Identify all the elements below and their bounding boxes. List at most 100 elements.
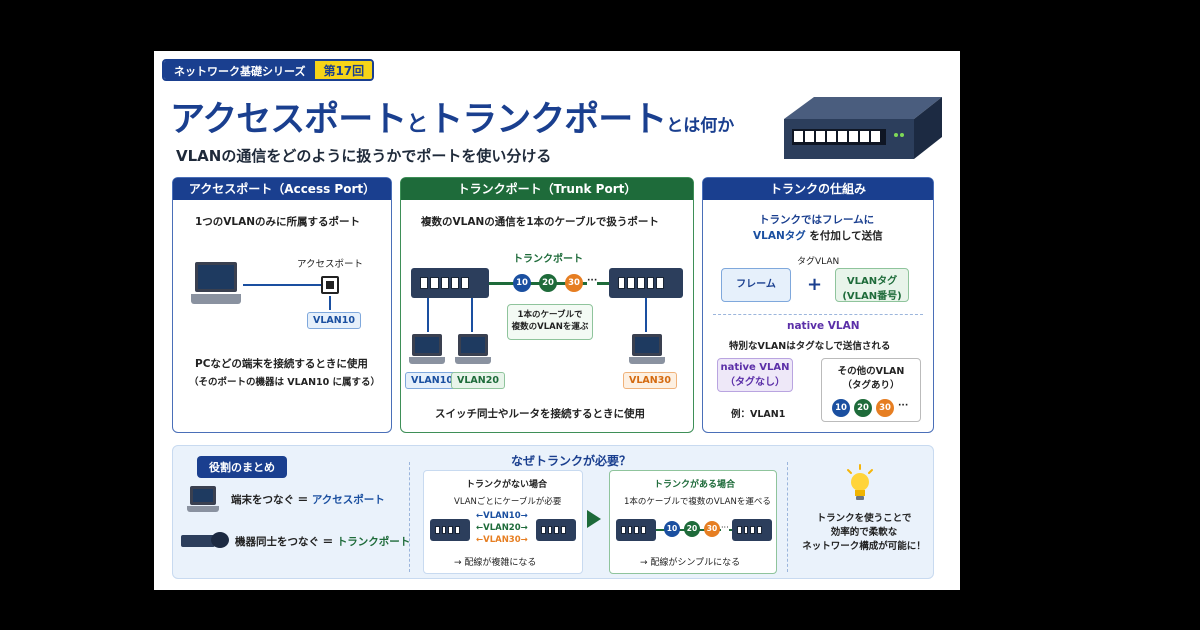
title-and: と (406, 112, 429, 137)
with-dots: ··· (721, 523, 729, 532)
laptop-icon (409, 334, 445, 364)
without-line-vlan10-label: VLAN10 (483, 511, 521, 521)
laptop-icon (455, 334, 491, 364)
access-port-label: アクセスポート (297, 259, 364, 270)
vlan-tag-emphasis: VLANタグ (753, 230, 806, 242)
without-line-vlan30-label: VLAN30 (483, 535, 521, 545)
summary-row1: 端末をつなぐ ＝ アクセスポート (231, 492, 385, 507)
conclusion-line2: 効率的で柔軟な (830, 527, 898, 538)
slide: ネットワーク基礎シリーズ 第17回 アクセスポートとトランクポートとは何か VL… (154, 51, 960, 590)
arrow-to-vlan10 (427, 298, 429, 332)
plus-sign: + (807, 274, 823, 295)
trunk-description: 複数のVLANの通信を1本のケーブルで扱うポート (421, 216, 659, 228)
access-port-panel: アクセスポート（Access Port） 1つのVLANのみに所属するポート ア… (172, 177, 392, 433)
tag-vlan-label: タグVLAN (797, 257, 840, 267)
laptop-icon (187, 486, 219, 512)
trunk-vlan20-tag: VLAN20 (451, 372, 505, 389)
arrow-to-vlan20 (471, 298, 473, 332)
desc-line2-rest: を付加して送信 (809, 230, 883, 242)
switch-icon (732, 519, 772, 541)
native-vlan-box: native VLAN （タグなし） (717, 358, 793, 392)
native-example: 例：VLAN1 (731, 409, 786, 420)
with-vlan-20: 20 (684, 521, 700, 537)
without-result: → 配線が複雑になる (454, 558, 537, 568)
lightbulb-icon (845, 464, 875, 504)
without-line-vlan20: ←VLAN20→ (476, 523, 528, 533)
summary-row2-em: トランクポート (336, 536, 411, 548)
trunk-dots: ··· (587, 276, 598, 286)
subtitle: VLANの通信をどのように扱うかでポートを使い分ける (176, 147, 552, 165)
access-vlan-tag: VLAN10 (307, 312, 361, 329)
summary-section: 役割のまとめ 端末をつなぐ ＝ アクセスポート 機器同士をつなぐ ＝ トランクポ… (172, 445, 934, 579)
other-vlan-box: その他のVLAN （タグあり） 10 20 30 ··· (821, 358, 921, 422)
other-vlan-10: 10 (832, 399, 850, 417)
series-badge: ネットワーク基礎シリーズ 第17回 (162, 59, 375, 81)
title-suffix: とは何か (666, 116, 735, 136)
frame-box: フレーム (721, 268, 791, 302)
native-box-line2: （タグなし） (725, 377, 785, 388)
other-vlan-30: 30 (876, 399, 894, 417)
native-desc: 特別なVLANはタグなしで送信される (729, 341, 891, 352)
trunk-vlan-20: 20 (539, 274, 557, 292)
trunk-port-label: トランクポート (513, 254, 583, 265)
mechanism-panel: トランクの仕組み トランクではフレームに VLANタグ を付加して送信 タグVL… (702, 177, 934, 433)
conclusion-line3: ネットワーク構成が可能に！ (802, 541, 926, 552)
arrow-right-icon (587, 510, 601, 528)
access-usage-note: （そのポートの機器は VLAN10 に属する） (189, 377, 381, 388)
trunk-callout: 1本のケーブルで 複数のVLANを運ぶ (507, 304, 593, 340)
summary-divider (409, 462, 410, 572)
divider (713, 314, 923, 315)
callout-line2: 複数のVLANを運ぶ (511, 322, 589, 332)
access-cable (243, 284, 321, 286)
title-access-port: アクセスポート (170, 100, 407, 140)
summary-row2-text: 機器同士をつなぐ ＝ (235, 536, 337, 548)
port-icon (321, 276, 339, 294)
without-trunk-box: トランクがない場合 VLANごとにケーブルが必要 ←VLAN10→ ←VLAN2… (423, 470, 583, 574)
with-vlan-30: 30 (704, 521, 720, 537)
with-title: トランクがある場合 (654, 480, 736, 490)
access-description: 1つのVLANのみに所属するポート (195, 216, 361, 228)
mechanism-panel-heading: トランクの仕組み (703, 178, 933, 200)
trunk-port-panel: トランクポート（Trunk Port） 複数のVLANの通信を1本のケーブルで扱… (400, 177, 694, 433)
with-result: → 配線がシンプルになる (640, 558, 741, 568)
native-box-line1: native VLAN (720, 362, 790, 373)
summary-divider-2 (787, 462, 788, 572)
title-trunk-port: トランクポート (428, 100, 667, 140)
trunk-panel-heading: トランクポート（Trunk Port） (401, 178, 693, 200)
with-trunk-box: トランクがある場合 1本のケーブルで複数のVLANを運べる 10 20 30 ·… (609, 470, 777, 574)
arrow-to-vlan30 (645, 298, 647, 332)
trunk-vlan30-tag: VLAN30 (623, 372, 677, 389)
mechanism-desc-line2: VLANタグ を付加して送信 (753, 228, 883, 243)
without-line-vlan10: ←VLAN10→ (476, 511, 528, 521)
callout-line1: 1本のケーブルで (517, 310, 583, 320)
native-title: native VLAN (787, 320, 860, 332)
other-box-line2: （タグあり） (842, 380, 900, 391)
frame-label: フレーム (736, 279, 776, 290)
laptop-icon (629, 334, 665, 364)
vlan-tag-box-line1: VLANタグ (846, 276, 898, 287)
switch-left-icon (411, 268, 489, 298)
why-heading: なぜトランクが必要？ (511, 454, 632, 468)
access-vertical-line (329, 296, 331, 310)
trunk-vlan-30: 30 (565, 274, 583, 292)
conclusion-line1: トランクを使うことで (816, 513, 912, 524)
vlan-tag-box-line2: (VLAN番号) (842, 291, 902, 302)
summary-heading: 役割のまとめ (197, 456, 287, 478)
switch-right-icon (609, 268, 683, 298)
router-icon (181, 532, 231, 548)
conclusion: トランクを使うことで 効率的で柔軟な ネットワーク構成が可能に！ (799, 512, 929, 554)
page-title: アクセスポートとトランクポートとは何か (170, 91, 734, 142)
summary-row1-em: アクセスポート (311, 494, 385, 506)
episode-label: 第17回 (315, 61, 373, 79)
switch-icon (536, 519, 576, 541)
switch-icon (430, 519, 470, 541)
other-dots: ··· (898, 401, 909, 411)
summary-row1-text: 端末をつなぐ ＝ (231, 494, 312, 506)
series-label: ネットワーク基礎シリーズ (164, 61, 316, 79)
without-desc: VLANごとにケーブルが必要 (454, 497, 562, 507)
without-title: トランクがない場合 (466, 480, 548, 490)
vlan-tag-box: VLANタグ (VLAN番号) (835, 268, 909, 302)
laptop-icon (191, 262, 241, 304)
without-line-vlan20-label: VLAN20 (483, 523, 521, 533)
other-vlan-20: 20 (854, 399, 872, 417)
